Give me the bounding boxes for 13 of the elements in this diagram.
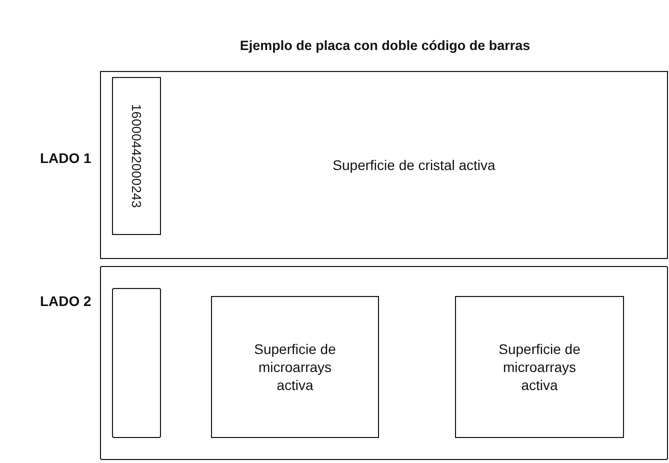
array-area [211,296,379,438]
glass-slide [100,71,668,259]
barcode-label [112,77,161,235]
side-label: LADO 2 [40,293,92,309]
array-area [455,296,624,438]
side-label: LADO 1 [40,150,92,166]
area-text: Superficie de microarrays activa [253,340,337,394]
barcode-number: 16000442000243 [129,104,144,208]
barcode-label [112,288,161,438]
glass-slide-box [100,266,668,460]
diagram-title: Ejemplo de placa con doble código de barras [238,38,532,53]
slide-text: Superficie de cristal activa [332,156,496,175]
area-text: Superficie de microarrays activa [498,340,582,394]
